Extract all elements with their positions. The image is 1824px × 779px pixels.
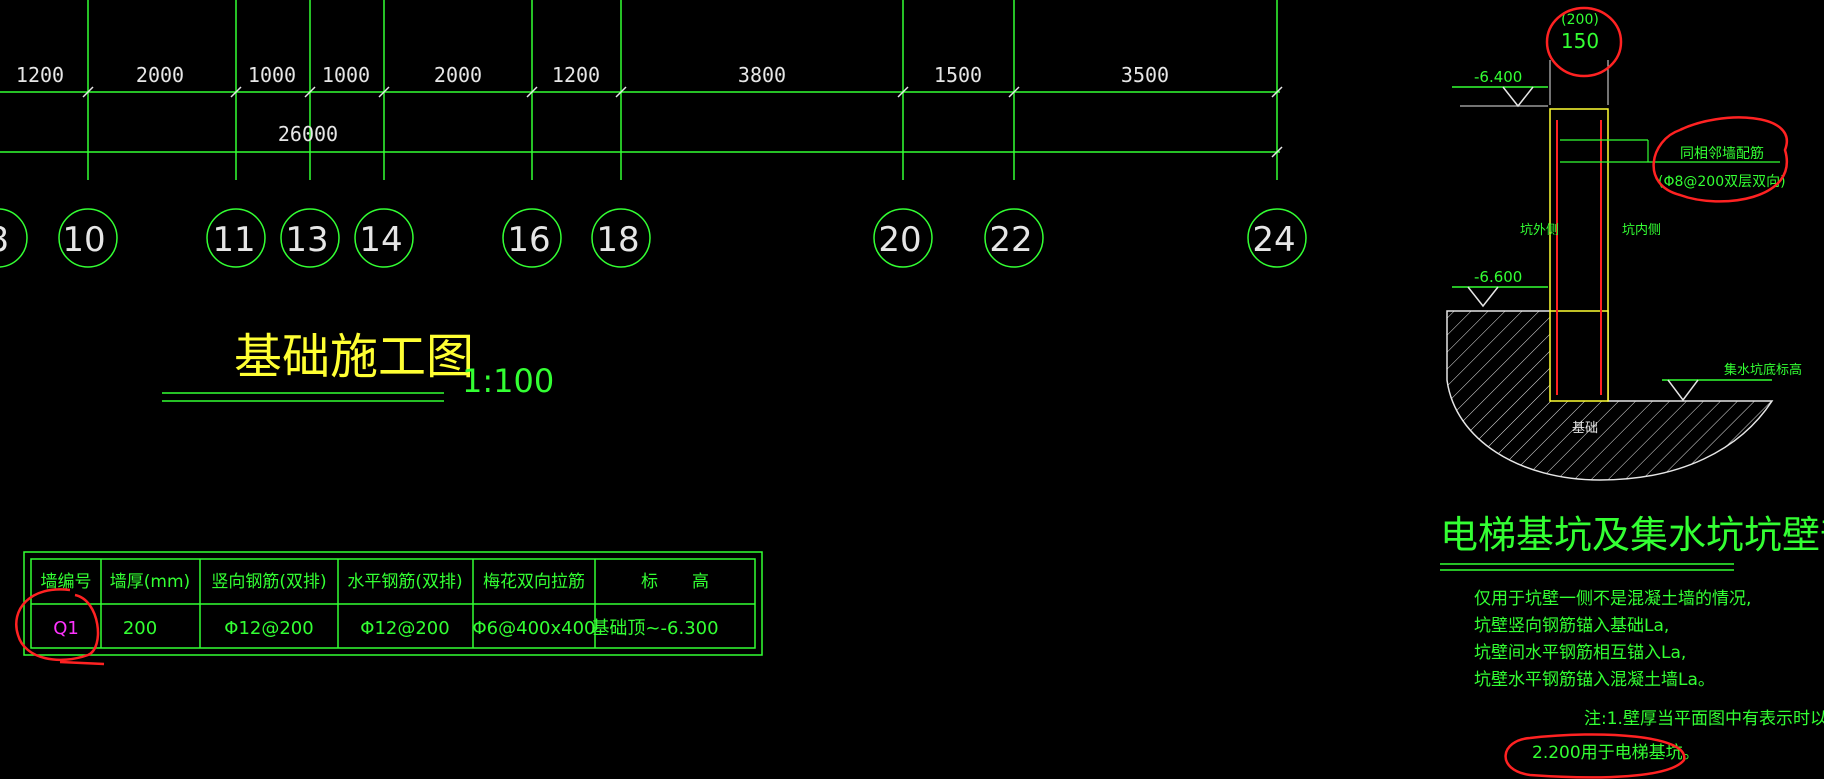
dim-5: 2000 xyxy=(434,63,482,87)
pit-label: 集水坑底标高 xyxy=(1724,362,1802,378)
dim-9: 3500 xyxy=(1121,63,1169,87)
dimension-ticks xyxy=(82,86,1283,158)
highlight-rebar-label xyxy=(1652,116,1789,203)
axis-label: 14 xyxy=(359,220,402,260)
highlight-q1 xyxy=(15,588,100,662)
grid-lines xyxy=(0,0,1280,180)
axis-label: 11 xyxy=(212,220,255,260)
dim-2: 2000 xyxy=(136,63,184,87)
note-line: 坑壁竖向钢筋锚入基础La, xyxy=(1474,616,1669,636)
dim-1: 1200 xyxy=(16,63,64,87)
axis-label: 20 xyxy=(878,220,921,260)
note-line: 坑壁间水平钢筋相互锚入La, xyxy=(1474,643,1686,663)
section-title: 电梯基坑及集水坑坑壁剖面 xyxy=(1440,513,1824,557)
axis-label: 24 xyxy=(1252,220,1295,260)
side-outer: 坑外侧 xyxy=(1520,223,1559,238)
axis-label: 16 xyxy=(507,220,550,260)
dim-8: 1500 xyxy=(934,63,982,87)
dim-6: 1200 xyxy=(552,63,600,87)
axis-bubbles xyxy=(0,208,1307,268)
table-cell: Φ12@200 xyxy=(360,618,449,639)
plan-scale: 1:100 xyxy=(462,362,554,400)
table-cell-wall-id: Q1 xyxy=(53,618,79,639)
wall-table xyxy=(23,551,763,656)
axis-label: 8 xyxy=(0,220,9,260)
table-header: 水平钢筋(双排) xyxy=(347,572,462,592)
table-header: 标 高 xyxy=(641,572,709,592)
table-header: 竖向钢筋(双排) xyxy=(211,572,326,592)
axis-label: 18 xyxy=(596,220,639,260)
table-header: 梅花双向拉筋 xyxy=(483,572,585,592)
note-line: 坑壁水平钢筋锚入混凝土墙La。 xyxy=(1474,670,1715,690)
rebar-label-1: 同相邻墙配筋 xyxy=(1680,145,1764,162)
note-line: 2.200用于电梯基坑。 xyxy=(1532,743,1700,763)
section-thickness: 150 xyxy=(1561,29,1599,53)
rebar-label-2: (Φ8@200双层双向) xyxy=(1658,174,1786,190)
dim-total: 26000 xyxy=(278,122,338,146)
base-label: 基础 xyxy=(1572,421,1598,436)
note-line: 注:1.壁厚当平面图中有表示时以平面图为准。 xyxy=(1584,709,1824,729)
axis-label: 10 xyxy=(62,220,105,260)
level-mid: -6.600 xyxy=(1474,268,1522,286)
table-cell: Φ12@200 xyxy=(224,618,313,639)
axis-label: 13 xyxy=(285,220,328,260)
highlight-thickness xyxy=(1545,6,1623,78)
table-cell: Φ6@400x400 xyxy=(473,618,596,639)
level-top: -6.400 xyxy=(1474,68,1522,86)
axis-label: 22 xyxy=(989,220,1032,260)
dim-7: 3800 xyxy=(738,63,786,87)
note-line: 仅用于坑壁一侧不是混凝土墙的情况, xyxy=(1474,589,1751,609)
table-header: 墙编号 xyxy=(41,572,92,592)
section-drawing xyxy=(1446,60,1780,481)
dim-3: 1000 xyxy=(248,63,296,87)
dim-4: 1000 xyxy=(322,63,370,87)
highlight-note xyxy=(1504,733,1686,779)
table-cell: 基础顶~-6.300 xyxy=(591,618,718,639)
side-inner: 坑内侧 xyxy=(1622,222,1661,238)
section-thickness-alt: (200) xyxy=(1561,12,1599,28)
plan-title: 基础施工图 xyxy=(234,329,474,385)
table-header: 墙厚(mm) xyxy=(110,572,190,592)
table-cell: 200 xyxy=(123,618,157,639)
